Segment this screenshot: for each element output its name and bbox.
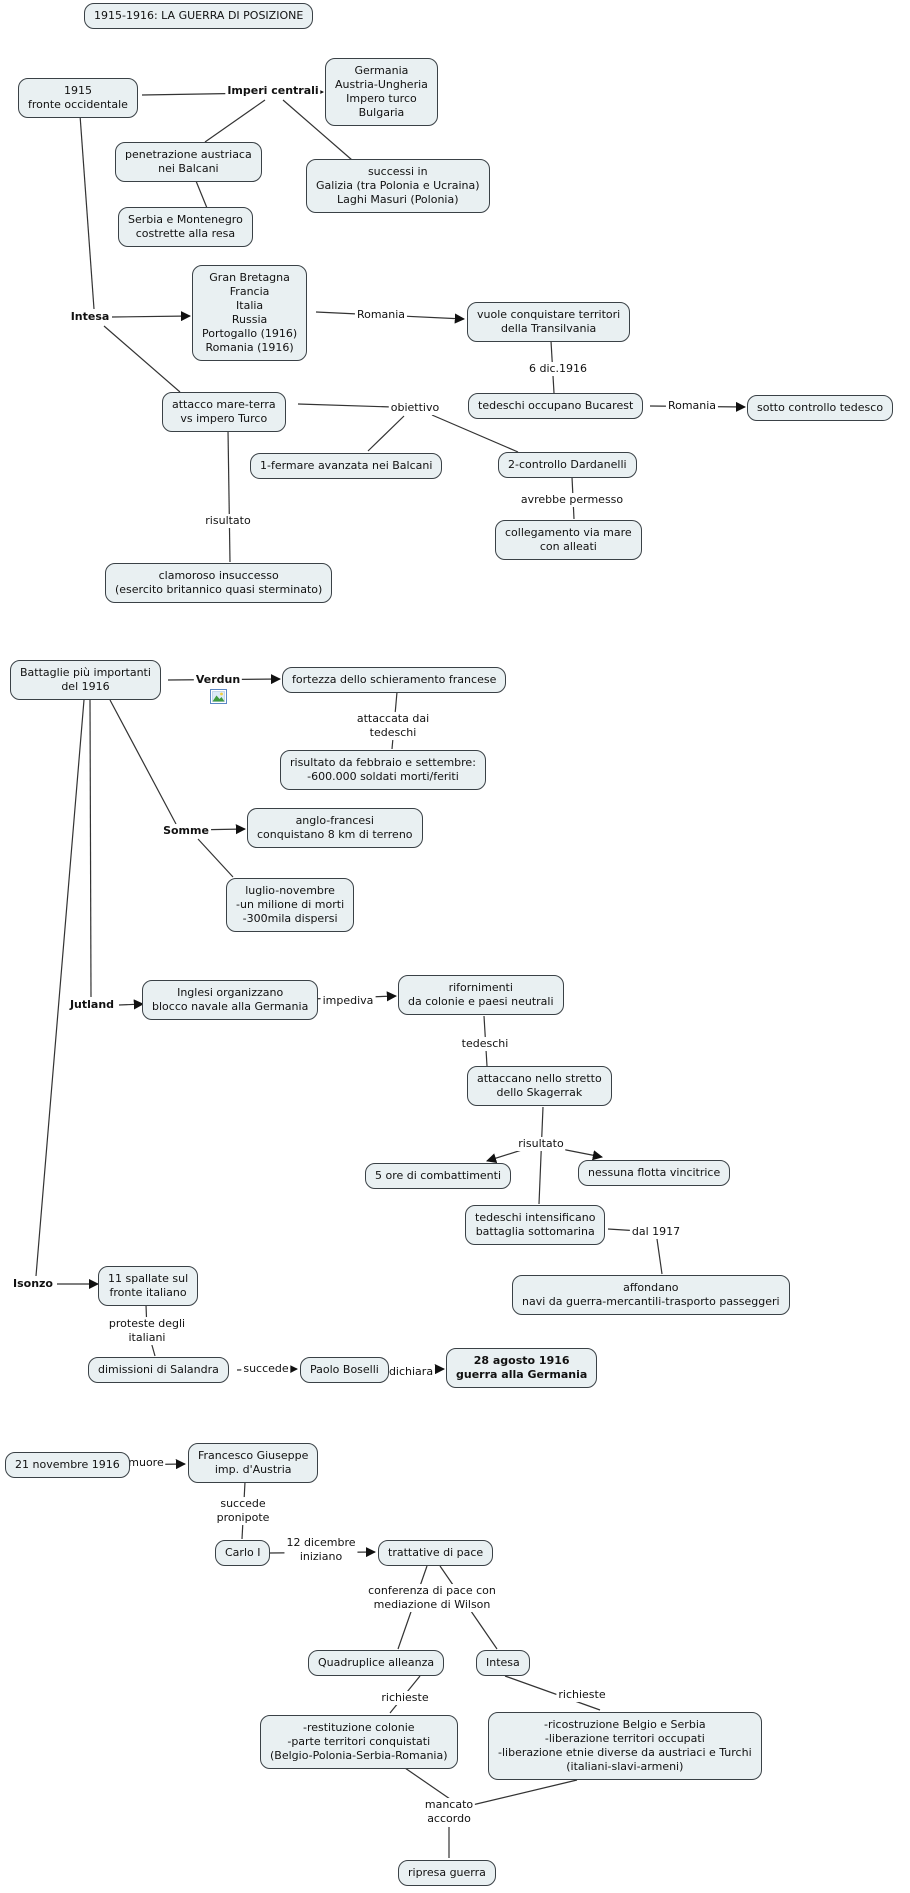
link-label-verdun[interactable]: Verdun	[193, 673, 243, 687]
map-title[interactable]: 1915-1916: LA GUERRA DI POSIZIONE	[84, 3, 314, 29]
link-label-imperi-centrali[interactable]: Imperi centrali	[225, 84, 321, 98]
concept-penetrazione-austriaca[interactable]: penetrazione austriaca nei Balcani	[115, 142, 262, 182]
concept-fermare-avanzata-balcani[interactable]: 1-fermare avanzata nei Balcani	[250, 453, 443, 479]
concept-battaglia-sottomarina[interactable]: tedeschi intensificano battaglia sottoma…	[465, 1205, 606, 1245]
concept-transilvania[interactable]: vuole conquistare territori della Transi…	[467, 302, 631, 342]
concept-nessuna-flotta[interactable]: nessuna flotta vincitrice	[578, 1160, 731, 1186]
link-label-romania-2[interactable]: Romania	[665, 399, 719, 413]
concept-risultato-verdun[interactable]: risultato da febbraio e settembre: -600.…	[280, 750, 486, 790]
link-label-somme[interactable]: Somme	[161, 824, 211, 838]
concept-imperi-centrali-membri[interactable]: Germania Austria-Ungheria Impero turco B…	[325, 58, 438, 126]
concept-ripresa-guerra[interactable]: ripresa guerra	[398, 1860, 496, 1886]
concept-affondano-navi[interactable]: affondano navi da guerra-mercantili-tras…	[512, 1275, 790, 1315]
concept-21-novembre-1916[interactable]: 21 novembre 1916	[5, 1452, 130, 1478]
link-label-mancato-accordo[interactable]: mancato accordo	[422, 1798, 476, 1826]
concept-luglio-novembre[interactable]: luglio-novembre -un milione di morti -30…	[226, 878, 355, 932]
concept-attacco-mare-terra[interactable]: attacco mare-terra vs impero Turco	[162, 392, 286, 432]
concept-blocco-navale[interactable]: Inglesi organizzano blocco navale alla G…	[142, 980, 319, 1020]
link-label-risultato-2[interactable]: risultato	[516, 1137, 566, 1151]
link-label-dal-1917[interactable]: dal 1917	[629, 1225, 683, 1239]
concept-fortezza-francese[interactable]: fortezza dello schieramento francese	[282, 667, 507, 693]
concept-richieste-intesa[interactable]: -ricostruzione Belgio e Serbia -liberazi…	[488, 1712, 762, 1780]
concept-carlo-i[interactable]: Carlo I	[215, 1540, 271, 1566]
link-label-isonzo[interactable]: Isonzo	[11, 1277, 55, 1291]
concept-intesa[interactable]: Intesa	[476, 1650, 530, 1676]
concept-trattative-di-pace[interactable]: trattative di pace	[378, 1540, 494, 1566]
concept-sotto-controllo-tedesco[interactable]: sotto controllo tedesco	[747, 395, 894, 421]
concept-paolo-boselli[interactable]: Paolo Boselli	[300, 1357, 389, 1383]
concept-clamoroso-insuccesso[interactable]: clamoroso insuccesso (esercito britannic…	[105, 563, 333, 603]
link-label-risultato-1[interactable]: risultato	[203, 514, 253, 528]
link-label-proteste-italiani[interactable]: proteste degli italiani	[106, 1317, 188, 1345]
concept-battaglie-1916[interactable]: Battaglie più importanti del 1916	[10, 660, 161, 700]
concept-successi-galizia[interactable]: successi in Galizia (tra Polonia e Ucrai…	[306, 159, 490, 213]
link-label-succede[interactable]: succede	[241, 1362, 291, 1376]
concept-rifornimenti[interactable]: rifornimenti da colonie e paesi neutrali	[398, 975, 564, 1015]
concept-skagerrak[interactable]: attaccano nello stretto dello Skagerrak	[467, 1066, 612, 1106]
concept-spallate-isonzo[interactable]: 11 spallate sul fronte italiano	[98, 1266, 199, 1306]
link-label-intesa[interactable]: Intesa	[68, 310, 112, 324]
concept-tedeschi-occupano-bucarest[interactable]: tedeschi occupano Bucarest	[468, 393, 644, 419]
link-label-romania-1[interactable]: Romania	[354, 308, 408, 322]
link-label-succede-pronipote[interactable]: succede pronipote	[214, 1497, 272, 1525]
concept-cinque-ore-combattimenti[interactable]: 5 ore di combattimenti	[365, 1163, 512, 1189]
concept-controllo-dardanelli[interactable]: 2-controllo Dardanelli	[498, 452, 637, 478]
link-label-12-dicembre-iniziano[interactable]: 12 dicembre iniziano	[284, 1536, 358, 1564]
link-label-jutland[interactable]: Jutland	[67, 998, 117, 1012]
concept-1915-fronte-occidentale[interactable]: 1915 fronte occidentale	[18, 78, 138, 118]
concept-richieste-quadruplice[interactable]: -restituzione colonie -parte territori c…	[260, 1715, 458, 1769]
concept-guerra-alla-germania[interactable]: 28 agosto 1916 guerra alla Germania	[446, 1348, 598, 1388]
link-label-richieste-2[interactable]: richieste	[556, 1688, 608, 1702]
concept-quadruplice-alleanza[interactable]: Quadruplice alleanza	[308, 1650, 445, 1676]
link-label-tedeschi[interactable]: tedeschi	[459, 1037, 511, 1051]
image-attachment-icon[interactable]	[210, 689, 227, 704]
link-label-6-dic-1916[interactable]: 6 dic.1916	[526, 362, 590, 376]
link-label-impediva[interactable]: impediva	[320, 994, 376, 1008]
link-label-avrebbe-permesso[interactable]: avrebbe permesso	[518, 493, 626, 507]
concept-dimissioni-salandra[interactable]: dimissioni di Salandra	[88, 1357, 229, 1383]
concept-serbia-montenegro[interactable]: Serbia e Montenegro costrette alla resa	[118, 207, 253, 247]
concept-intesa-membri[interactable]: Gran Bretagna Francia Italia Russia Port…	[192, 265, 308, 361]
concept-anglo-francesi[interactable]: anglo-francesi conquistano 8 km di terre…	[247, 808, 423, 848]
link-label-muore[interactable]: muore	[126, 1456, 166, 1470]
link-label-richieste-1[interactable]: richieste	[379, 1691, 431, 1705]
link-label-attaccata-dai-tedeschi[interactable]: attaccata dai tedeschi	[354, 712, 432, 740]
link-label-obiettivo[interactable]: obiettivo	[388, 401, 442, 415]
link-label-dichiara[interactable]: dichiara	[386, 1365, 436, 1379]
link-label-conferenza-wilson[interactable]: conferenza di pace con mediazione di Wil…	[366, 1584, 498, 1612]
concept-collegamento-via-mare[interactable]: collegamento via mare con alleati	[495, 520, 642, 560]
concept-francesco-giuseppe[interactable]: Francesco Giuseppe imp. d'Austria	[188, 1443, 319, 1483]
